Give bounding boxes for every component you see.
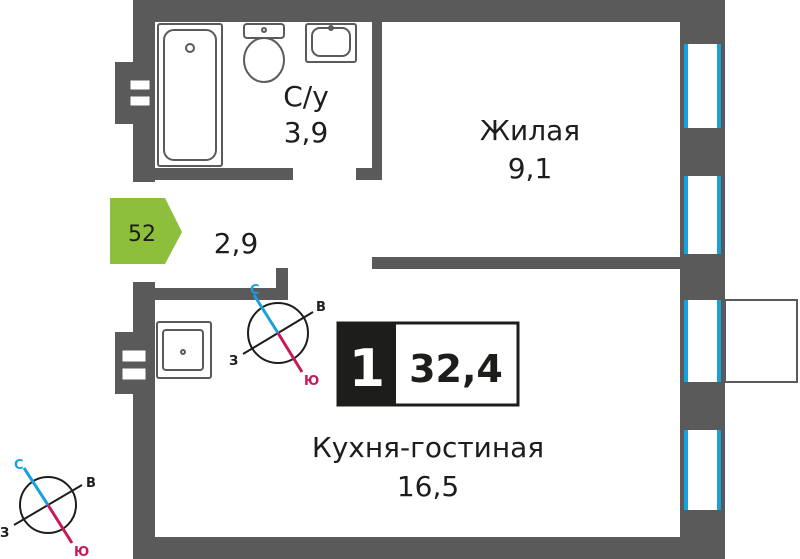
hall-area: 2,9 bbox=[214, 227, 259, 260]
bathroom-area: 3,9 bbox=[284, 116, 329, 149]
wall-bottom bbox=[133, 537, 725, 559]
wall-bath-bottom-stub bbox=[356, 168, 382, 180]
wall-left-lower bbox=[133, 282, 155, 559]
kitchen-name: Кухня-гостиная bbox=[312, 431, 544, 464]
room-count: 1 bbox=[349, 339, 385, 399]
wall-bath-living bbox=[372, 0, 382, 168]
apartment-number-badge: 52 bbox=[110, 198, 182, 264]
wall-bath-bottom bbox=[133, 168, 293, 180]
compass-west: З bbox=[229, 354, 238, 369]
vent-grille bbox=[129, 79, 151, 91]
vent-shaft-lower bbox=[115, 332, 155, 394]
compass-east: В bbox=[316, 300, 326, 315]
vent-shaft-upper bbox=[115, 62, 155, 124]
apartment-summary: 1 32,4 bbox=[336, 321, 520, 407]
wall-top bbox=[133, 0, 725, 22]
bathroom-name: С/у bbox=[283, 80, 329, 113]
compass-north: С bbox=[250, 283, 260, 298]
kitchen-area: 16,5 bbox=[397, 470, 459, 503]
room-count-box bbox=[338, 323, 396, 405]
window-living-1 bbox=[684, 44, 721, 128]
compass-icon: С В З Ю bbox=[229, 283, 326, 389]
living-name: Жилая bbox=[480, 114, 580, 147]
compass-north: С bbox=[14, 458, 24, 473]
compass-east: В bbox=[86, 476, 96, 491]
windows bbox=[684, 44, 721, 510]
toilet-icon bbox=[243, 23, 285, 83]
vent-grille bbox=[121, 367, 147, 381]
wall-living-kitchen bbox=[372, 257, 680, 269]
compass-south: Ю bbox=[74, 545, 89, 559]
wall-hall-bottom bbox=[133, 288, 288, 300]
vent-grille bbox=[121, 349, 147, 363]
compass-west: З bbox=[0, 526, 9, 541]
wall-hall-stub bbox=[276, 268, 288, 300]
compass-south: Ю bbox=[304, 374, 319, 389]
vent-grille bbox=[129, 95, 151, 107]
kitchen-sink-icon bbox=[156, 321, 212, 379]
window-kitchen-1 bbox=[684, 300, 721, 382]
window-kitchen-2 bbox=[684, 430, 721, 510]
apartment-number: 52 bbox=[128, 222, 156, 247]
living-area: 9,1 bbox=[508, 152, 553, 185]
sink-icon bbox=[305, 23, 357, 63]
total-area: 32,4 bbox=[409, 347, 503, 391]
bathtub-icon bbox=[157, 23, 223, 167]
balcony bbox=[724, 299, 798, 383]
window-living-2 bbox=[684, 176, 721, 254]
compass-icon: С В З Ю bbox=[0, 458, 96, 559]
